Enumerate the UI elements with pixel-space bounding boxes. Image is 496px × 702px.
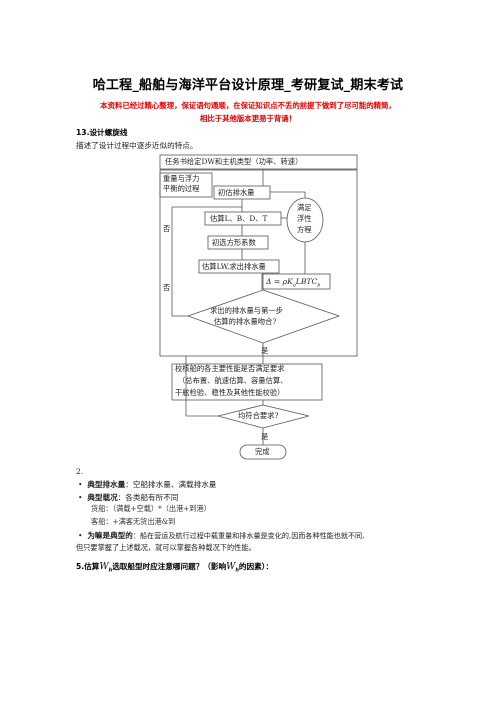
page-title: 哈工程_船舶与海洋平台设计原理_考研复试_期末考试 xyxy=(92,78,404,93)
side-note-line-2: 平衡的过程 xyxy=(163,184,200,193)
satisfy-line-2: 浮性 xyxy=(297,214,312,223)
bullet-dot-icon: • xyxy=(78,531,88,540)
diamond-1-line-1: 求出的排水量与第一步 xyxy=(210,306,283,315)
satisfy-line-3: 方程 xyxy=(297,225,312,234)
bullet-why-typical: • 为嘛是典型的：船在营运及航行过程中载重量和排水量是变化的,因而各种性能也就不… xyxy=(78,530,364,541)
check-box-line-1: 校核船的各主要性能是否满足要求 xyxy=(175,364,285,373)
top-box xyxy=(159,154,358,170)
no-label-2: 否 xyxy=(163,283,171,292)
section-5-middle: 选取船型时应注意哪问题？（影响 xyxy=(112,562,227,571)
no-label-1: 否 xyxy=(163,224,171,233)
notice-line-2: 相比于其他版本更易于背诵！ xyxy=(199,114,297,123)
side-note-box xyxy=(159,172,213,198)
bullet-dot-icon: • xyxy=(78,480,88,489)
section-2-continuation: 但只要掌握了上述载况，就可以掌握各种载况下的性能。 xyxy=(76,543,256,552)
bullet-typical-displacement: • 典型排水量：空船排水量、满载排水量 xyxy=(78,479,216,490)
section-5-symbol: W xyxy=(99,562,109,572)
initial-displacement-text: 初估排水量 xyxy=(218,188,255,197)
section-5-suffix: 的因素）： xyxy=(238,562,274,571)
bullet-1-bold: 典型排水量 xyxy=(87,480,126,489)
bullet-2-bold: 典型载况 xyxy=(87,493,118,502)
flowchart-frame xyxy=(159,169,358,357)
bullet-2-text: ：各类船有所不同 xyxy=(117,493,179,502)
formula-delta: Δ xyxy=(266,277,272,286)
estimate-dims-text: 估算L、B、D、T xyxy=(210,214,268,223)
passenger-ship-line: 客船：+满客无货出港&到 xyxy=(91,517,176,526)
estimate-lw-text: 估算LW,求出排水量 xyxy=(202,262,266,271)
check-box-line-2: （总布置、航速估算、容量估算、 xyxy=(178,376,288,385)
check-box-line-3: 干舷检验、稳性及其他性能校验） xyxy=(175,388,285,397)
cargo-ship-line: 货船：（满载+空载）*（出港+到港） xyxy=(91,504,211,513)
finish-text: 完成 xyxy=(255,447,270,456)
section-13-description: 描述了设计过程中逐步近似的特点。 xyxy=(76,141,198,150)
initial-coeff-text: 初选方形系数 xyxy=(212,238,256,247)
formula-rest: LBTC xyxy=(295,277,318,286)
yes-label-1: 是 xyxy=(261,346,269,355)
notice-line-1: 本资料已经过精心整理，保证语句通顺，在保证知识点不丢的前提下做到了尽可能的精简， xyxy=(100,101,396,110)
satisfy-line-1: 满足 xyxy=(297,203,312,212)
estimate-dims-box xyxy=(204,211,282,226)
diamond-2-text: 均符合要求? xyxy=(238,411,279,420)
bullet-3-bold: 为嘛是典型的 xyxy=(87,531,133,540)
estimate-lw-box xyxy=(198,259,280,274)
side-note-line-1: 重量与浮力 xyxy=(163,174,200,183)
section-5-prefix: 5.估算 xyxy=(76,562,100,571)
section-5-heading: 5.估算Wh选取船型时应注意哪问题？（影响Wh的因素）： xyxy=(76,561,273,574)
check-box xyxy=(171,363,323,401)
bullet-3-text: ：船在营运及航行过程中载重量和排水量是变化的,因而各种性能也就不同, xyxy=(132,531,365,540)
diamond-1-line-2: 估算的排水量吻合? xyxy=(214,317,277,326)
formula-eq: = ρK xyxy=(271,277,293,286)
section-2-number: 2. xyxy=(76,467,84,476)
section-13-heading: 13.设计螺旋线 xyxy=(76,128,128,137)
section-5-symbol-2: W xyxy=(226,562,236,572)
formula-sub-a: a xyxy=(292,282,296,289)
bullet-1-text: ：空船排水量、满载排水量 xyxy=(125,480,217,489)
section-5-sub-2: h xyxy=(235,567,239,574)
bullet-dot-icon: • xyxy=(78,493,88,502)
yes-label-2: 是 xyxy=(261,432,269,441)
top-box-text: 任务书给定DW和主机类型（功率、转速） xyxy=(165,157,303,166)
formula-box xyxy=(261,273,331,290)
bullet-typical-condition: • 典型载况：各类船有所不同 xyxy=(78,492,178,503)
formula-sub-b: b xyxy=(317,282,321,289)
section-5-sub: h xyxy=(108,567,113,574)
initial-coeff-box xyxy=(207,235,269,250)
displacement-formula: Δ = ρKaLBTCb xyxy=(266,277,321,291)
